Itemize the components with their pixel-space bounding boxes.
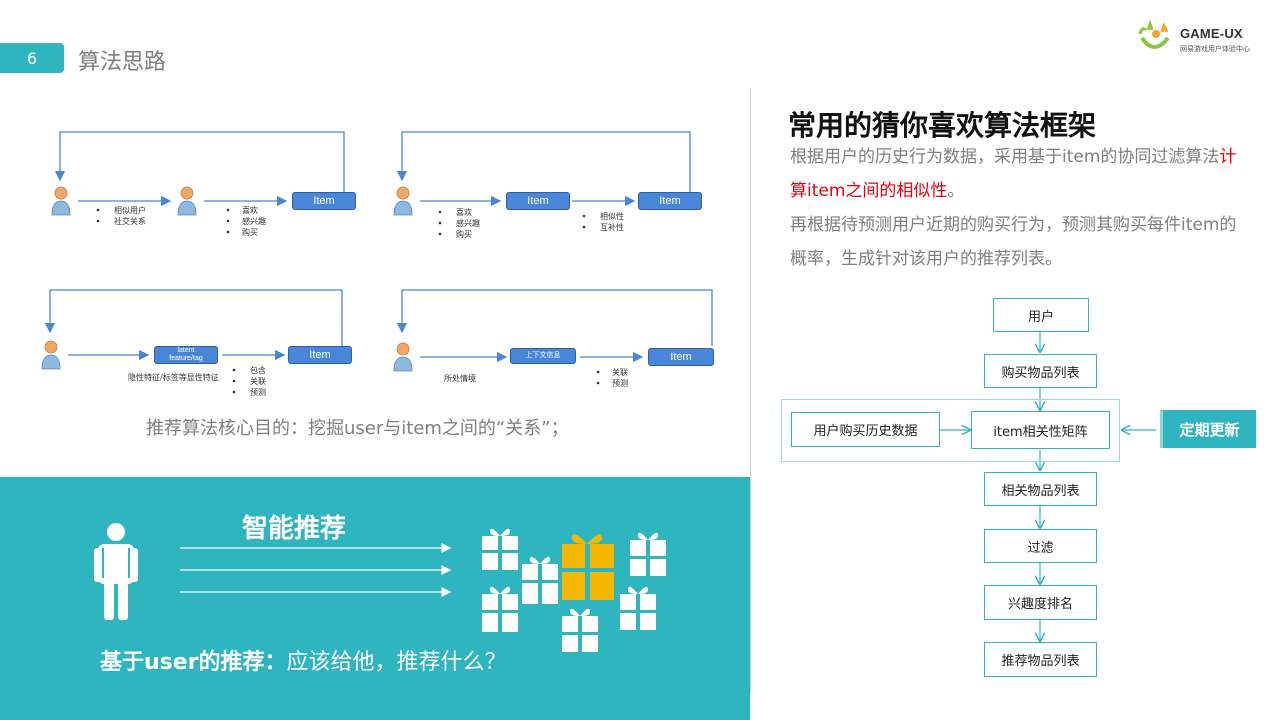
d3-label-features: 隐性特征/标签等显性特征 xyxy=(128,373,219,382)
vertical-divider xyxy=(750,88,751,694)
d4-label-predict: 预测 xyxy=(612,379,628,388)
logo-subtitle: 网易游戏用户体验中心 xyxy=(1180,45,1250,53)
question-bold: 基于user的推荐： xyxy=(100,650,287,675)
d2-label-interest: 感兴趣 xyxy=(456,219,480,228)
d4-label-relate: 关联 xyxy=(612,368,628,377)
flow-history-data: 用户购买历史数据 xyxy=(791,412,940,447)
matrix-group-frame xyxy=(781,399,1120,462)
person-silhouette-icon xyxy=(94,523,138,620)
gift-icon xyxy=(522,556,558,604)
d4-context-box: 上下文信息 xyxy=(510,348,576,364)
d1-item-box: Item xyxy=(292,192,356,210)
flow-recommend-list: 推荐物品列表 xyxy=(984,642,1097,677)
desc-highlight: 计算item之间的相似性 xyxy=(790,147,1237,201)
smart-recommend-title: 智能推荐 xyxy=(242,514,347,544)
smile-logo-icon xyxy=(1138,19,1170,49)
d3-latent-line2: feature/tag xyxy=(169,355,203,362)
desc-part1: 根据用户的历史行为数据，采用基于item的协同过滤算法 xyxy=(790,147,1220,167)
flow-interest-ranking: 兴趣度排名 xyxy=(984,585,1097,620)
user-person-icon xyxy=(393,342,413,372)
user-person-icon xyxy=(393,186,413,216)
question-rest: 应该给他，推荐什么？ xyxy=(286,650,507,675)
gift-icon xyxy=(562,608,598,652)
gift-icon xyxy=(482,586,518,632)
game-ux-logo: GAME-UX 网易游戏用户体验中心 xyxy=(1134,19,1258,60)
gift-icon-highlighted xyxy=(562,534,614,600)
gift-icon xyxy=(630,532,666,576)
d1-label-interest: 感兴趣 xyxy=(242,217,266,226)
d1-label-similar-users: 相似用户 xyxy=(114,206,146,215)
d3-label-predict: 预测 xyxy=(250,388,266,397)
user-person-icon xyxy=(41,340,61,370)
d2-item-box-2: Item xyxy=(638,192,702,210)
periodic-update-box: 定期更新 xyxy=(1160,410,1256,448)
d2-label-like: 喜欢 xyxy=(456,208,472,217)
flow-purchase-list: 购买物品列表 xyxy=(984,354,1097,388)
d4-item-box: Item xyxy=(648,348,714,366)
d2-label-complement: 互补性 xyxy=(600,223,624,232)
gift-icon xyxy=(620,586,656,630)
core-goal-text: 推荐算法核心目的：挖掘user与item之间的“关系”； xyxy=(146,418,569,439)
framework-title: 常用的猜你喜欢算法框架 xyxy=(788,109,1097,142)
flow-filter: 过滤 xyxy=(984,529,1097,563)
d2-item-box-1: Item xyxy=(506,192,570,210)
logo-text: GAME-UX xyxy=(1180,26,1243,41)
framework-description: 根据用户的历史行为数据，采用基于item的协同过滤算法计算item之间的相似性。… xyxy=(790,140,1240,276)
d3-latent-feature-box: latent feature/tag xyxy=(154,346,218,364)
d3-latent-line1: latent xyxy=(177,347,195,354)
d1-label-social: 社交关系 xyxy=(114,217,146,226)
gift-icon xyxy=(482,528,518,570)
section-title: 算法思路 xyxy=(78,50,167,75)
similar-user-person-icon xyxy=(177,186,197,216)
d1-label-like: 喜欢 xyxy=(242,206,258,215)
d3-item-box: Item xyxy=(288,346,352,364)
d2-label-buy: 购买 xyxy=(456,230,472,239)
gift-boxes xyxy=(482,528,666,652)
user-based-question: 基于user的推荐：应该给他，推荐什么？ xyxy=(100,644,507,676)
d3-label-contain: 包含 xyxy=(250,366,266,375)
slide-number: 6 xyxy=(0,43,64,73)
desc-part2: 。 xyxy=(947,181,965,201)
d1-label-buy: 购买 xyxy=(242,228,258,237)
d2-label-similarity: 相似性 xyxy=(600,212,624,221)
d3-label-relate: 关联 xyxy=(250,377,266,386)
user-person-icon xyxy=(51,186,71,216)
recommend-arrows xyxy=(180,543,452,597)
flow-related-list: 相关物品列表 xyxy=(984,472,1097,506)
flow-user: 用户 xyxy=(993,298,1089,332)
flow-item-matrix: item相关性矩阵 xyxy=(971,411,1110,449)
desc-part3: 再根据待预测用户近期的购买行为，预测其购买每件item的概率，生成针对该用户的推… xyxy=(790,215,1237,269)
d4-label-situation: 所处情境 xyxy=(444,374,476,383)
